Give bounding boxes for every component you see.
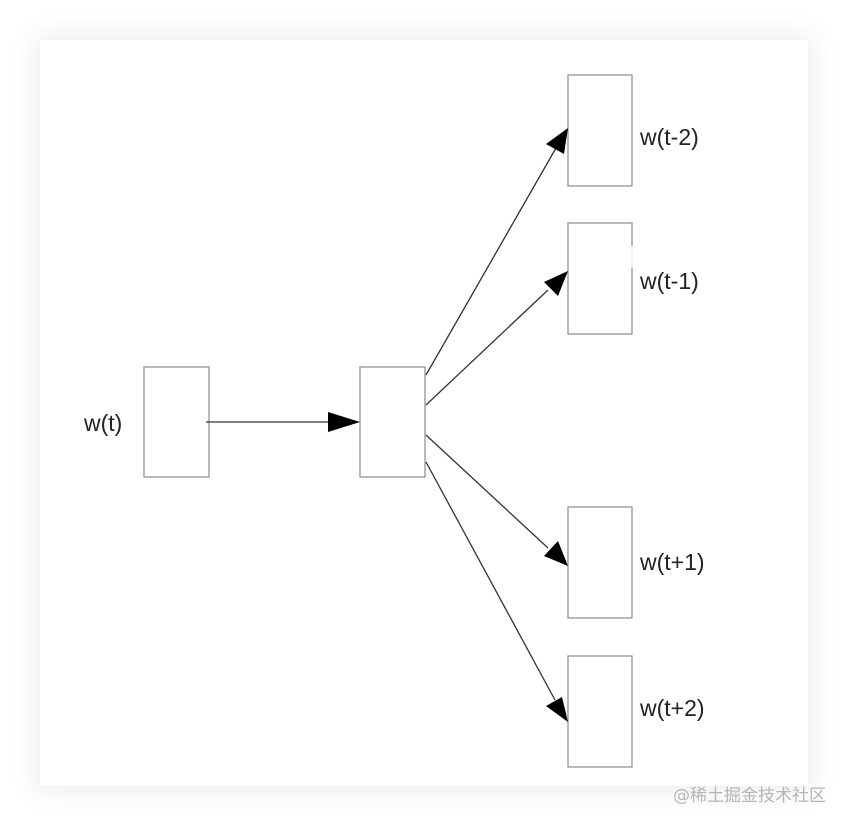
output-node-t-minus-2 [567, 74, 633, 187]
edge-to-t-plus-2 [425, 461, 556, 701]
output-node-t-plus-2 [567, 655, 633, 768]
arrowhead-t-minus-2 [546, 128, 568, 154]
watermark: @稀土掘金技术社区 [673, 786, 826, 806]
arrowhead-t-plus-2 [546, 697, 568, 722]
arrowhead-t-plus-1 [544, 541, 568, 566]
input-label: w(t) [83, 410, 122, 436]
projection-node [359, 366, 426, 478]
output-label-t-minus-2: w(t-2) [639, 124, 699, 150]
output-label-t-plus-1: w(t+1) [639, 549, 705, 575]
input-node [143, 366, 210, 478]
arrowhead-projection [328, 412, 360, 432]
arrowhead-t-minus-1 [544, 271, 568, 296]
edge-to-t-minus-2 [425, 147, 557, 376]
output-label-t-minus-1: w(t-1) [639, 268, 699, 294]
output-node-t-minus-1 [567, 222, 633, 335]
output-node-t-plus-1 [567, 506, 633, 619]
output-label-t-plus-2: w(t+2) [639, 695, 705, 721]
edge-to-t-plus-1 [425, 434, 549, 549]
occlusion-patch [612, 246, 752, 268]
edge-to-t-minus-1 [425, 289, 549, 406]
